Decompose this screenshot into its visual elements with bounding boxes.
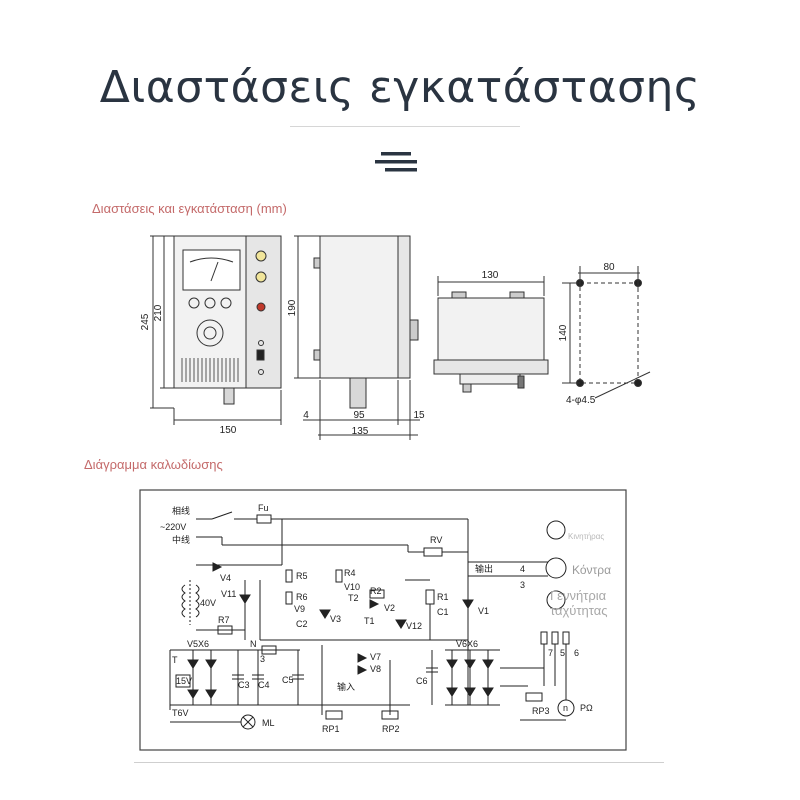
label-40v: 40V	[200, 598, 216, 608]
label-t: T	[172, 655, 178, 665]
label-t1: T1	[364, 616, 375, 626]
term-3: 3	[520, 580, 525, 590]
mounting-holes-view	[562, 266, 651, 399]
label-c5: C5	[282, 675, 294, 685]
motor-circle	[545, 557, 567, 579]
term-4: 4	[520, 564, 525, 574]
label-rp3: RP3	[532, 706, 550, 716]
label-c6: C6	[416, 676, 428, 686]
bottom-divider	[134, 762, 664, 763]
front-view	[150, 235, 282, 425]
title-divider	[290, 126, 520, 127]
label-v1: V1	[478, 606, 489, 616]
label-p-ohm: PΩ	[580, 703, 593, 713]
label-c2: C2	[296, 619, 308, 629]
page-title: Διαστάσεις εγκατάστασης	[99, 62, 701, 113]
term-6: 6	[574, 648, 579, 658]
label-n: N	[250, 639, 257, 649]
rv-label: RV	[430, 535, 442, 545]
output-label: 输出	[475, 563, 493, 574]
dim-210: 210	[153, 304, 164, 321]
input-label: 输入	[337, 681, 355, 692]
dim-hole-spec: 4-φ4.5	[566, 395, 596, 406]
dim-15: 15	[413, 410, 425, 421]
voltage-label: ~220V	[160, 522, 186, 532]
dim-80: 80	[603, 262, 615, 273]
label-c3: C3	[238, 680, 250, 690]
label-c1: C1	[437, 607, 449, 617]
dim-190: 190	[287, 299, 298, 316]
dim-135: 135	[352, 426, 369, 437]
wiring-section-label: Διάγραμμα καλωδίωσης	[84, 457, 223, 472]
label-v2: V2	[384, 603, 395, 613]
neutral-label: 中线	[172, 534, 190, 545]
fuse-label: Fu	[258, 503, 269, 513]
label-v5x6: V5X6	[187, 639, 209, 649]
side-view	[294, 235, 420, 440]
dim-4: 4	[303, 410, 309, 421]
label-v11: V11	[221, 589, 236, 599]
dim-245: 245	[140, 313, 151, 330]
dimensions-section-label: Διαστάσεις και εγκατάσταση (mm)	[92, 201, 287, 216]
term-7: 7	[548, 648, 553, 658]
motor-label: Κινητήρας	[568, 532, 604, 541]
label-t6v: T6V	[172, 708, 189, 718]
term-5: 5	[560, 648, 565, 658]
label-rp2: RP2	[382, 724, 400, 734]
label-v8: V8	[370, 664, 381, 674]
label-v10: V10	[344, 582, 360, 592]
top-view	[433, 276, 549, 393]
label-v4: V4	[220, 573, 231, 583]
label-v9: V9	[294, 604, 305, 614]
label-15v: 15V	[176, 676, 192, 686]
label-3: 3	[260, 654, 265, 664]
label-r2: R2	[370, 586, 382, 596]
label-r5: R5	[296, 571, 308, 581]
live-label: 相线	[172, 505, 190, 516]
dim-95: 95	[353, 410, 365, 421]
label-v6x6: V6X6	[456, 639, 478, 649]
menu-lines-icon	[375, 152, 417, 172]
dim-140: 140	[558, 324, 569, 341]
label-v7: V7	[370, 652, 381, 662]
label-ml: ML	[262, 718, 275, 728]
label-c4: C4	[258, 680, 270, 690]
label-r7: R7	[218, 615, 230, 625]
label-r4: R4	[344, 568, 356, 578]
label-v12: V12	[406, 621, 422, 631]
label-n-motor: n	[563, 703, 568, 713]
label-v3: V3	[330, 614, 341, 624]
label-r1: R1	[437, 592, 449, 602]
label-rp1: RP1	[322, 724, 340, 734]
label-t2: T2	[348, 593, 359, 603]
dim-150: 150	[220, 425, 237, 436]
label-r6: R6	[296, 592, 308, 602]
control-label: Κόντρα	[572, 563, 611, 577]
dim-130: 130	[482, 270, 499, 281]
